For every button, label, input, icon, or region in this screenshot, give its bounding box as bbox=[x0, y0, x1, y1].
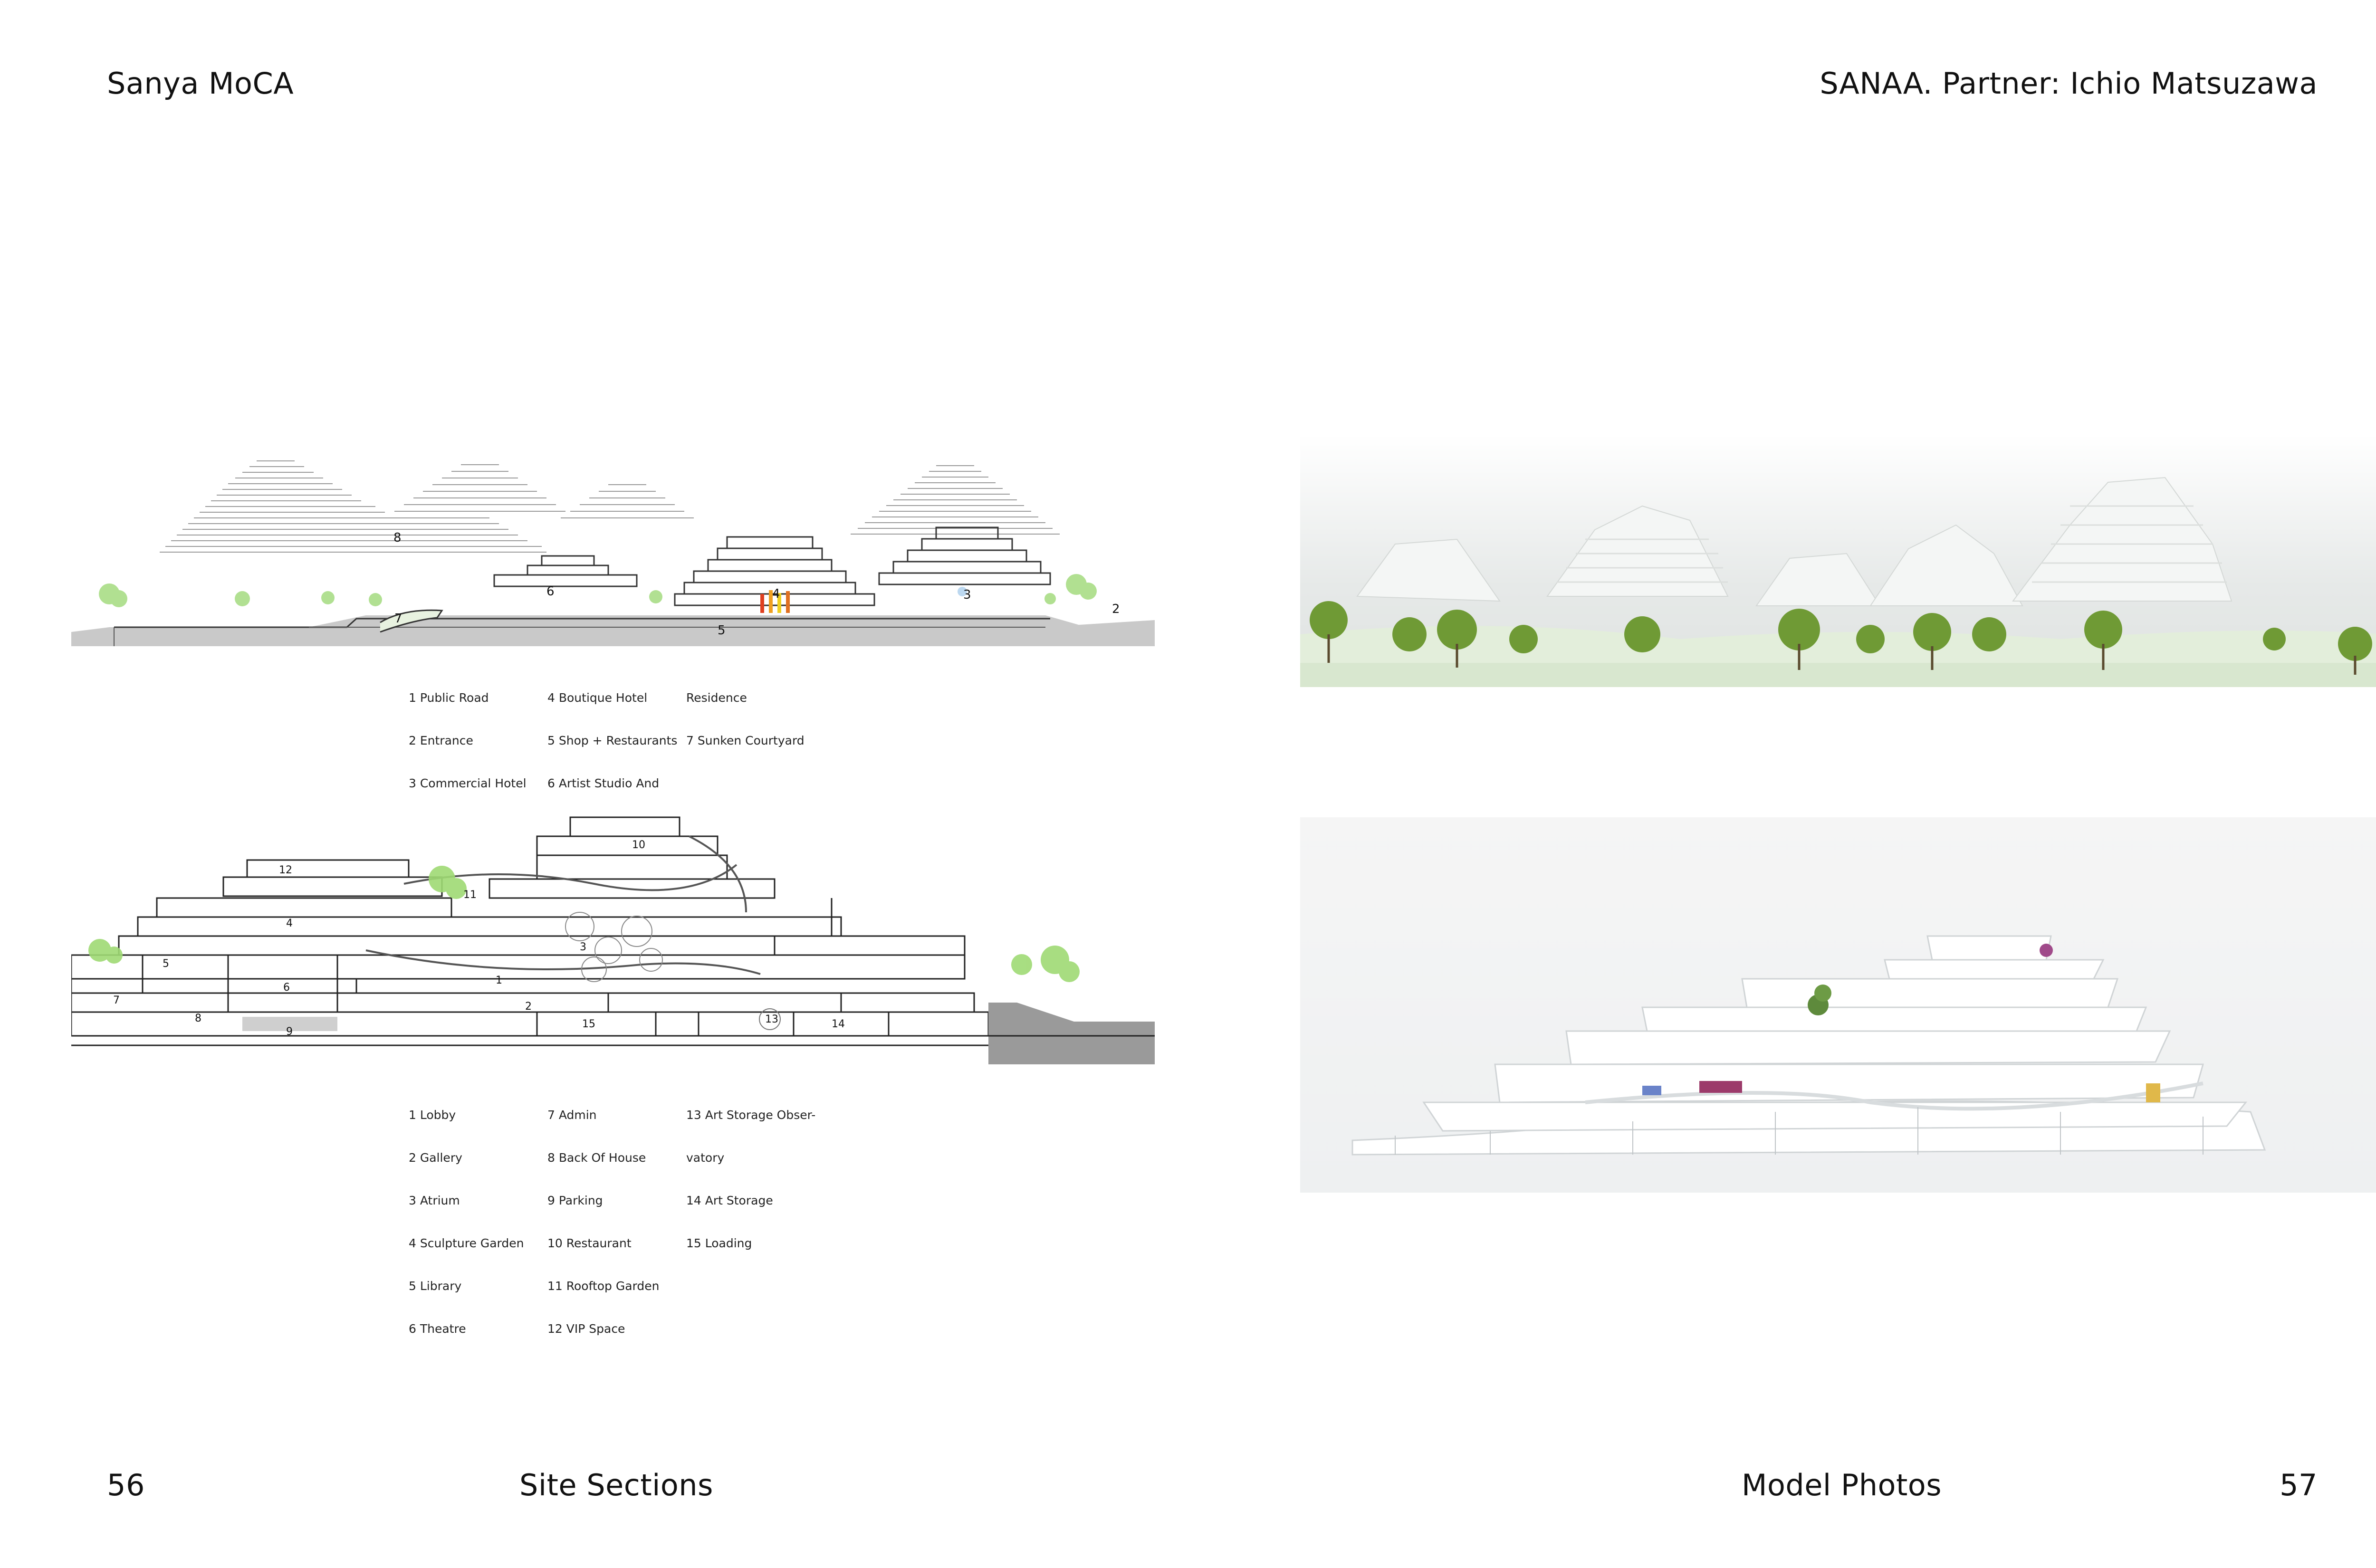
section-bottom-label-7: 7 bbox=[113, 994, 120, 1006]
legend-item: 4 Sculpture Garden bbox=[409, 1236, 524, 1250]
page-number-left: 56 bbox=[107, 1468, 145, 1502]
section-top-label-3: 3 bbox=[963, 588, 971, 602]
legend-item: 4 Boutique Hotel bbox=[547, 691, 648, 705]
section-bottom-label-6: 6 bbox=[283, 982, 290, 994]
legend-item: 3 Atrium bbox=[409, 1194, 460, 1207]
section-bottom-label-13: 13 bbox=[765, 1013, 778, 1025]
architect-credit: SANAA. Partner: Ichio Matsuzawa bbox=[1820, 66, 2318, 101]
section-bottom-label-15: 15 bbox=[582, 1018, 595, 1030]
section-bottom-label-9: 9 bbox=[286, 1026, 293, 1038]
section-top-label-6: 6 bbox=[546, 584, 555, 599]
page-number-right: 57 bbox=[2280, 1468, 2318, 1502]
legend-item: 6 Theatre bbox=[409, 1322, 466, 1336]
legend-item: 2 Gallery bbox=[409, 1151, 462, 1165]
legend-item: 11 Rooftop Garden bbox=[547, 1279, 660, 1293]
legend-item: 1 Lobby bbox=[409, 1108, 456, 1122]
section-bottom-label-4: 4 bbox=[286, 918, 293, 929]
section-top-label-4: 4 bbox=[772, 587, 780, 601]
section-caption-right: Model Photos bbox=[1742, 1468, 1942, 1502]
section-bottom-label-12: 12 bbox=[279, 864, 292, 876]
section-top-legend: 1 Public Road 2 Entrance 3 Commercial Ho… bbox=[409, 662, 836, 790]
legend-item: 5 Library bbox=[409, 1279, 462, 1293]
legend-item: 7 Sunken Courtyard bbox=[686, 734, 805, 747]
legend-item: 9 Parking bbox=[547, 1194, 603, 1207]
section-top-label-7: 7 bbox=[394, 612, 402, 626]
section-bottom-label-2: 2 bbox=[525, 1001, 532, 1013]
legend-item: 3 Commercial Hotel bbox=[409, 776, 527, 790]
legend-item: 10 Restaurant bbox=[547, 1236, 632, 1250]
site-section-drawing-bottom: 1 2 3 4 5 6 7 8 9 10 11 12 13 14 15 bbox=[71, 808, 1155, 1064]
section-bottom-label-14: 14 bbox=[832, 1018, 845, 1030]
legend-item: 5 Shop + Restaurants bbox=[547, 734, 678, 747]
section-bottom-label-10: 10 bbox=[632, 839, 645, 851]
section-bottom-label-1: 1 bbox=[496, 975, 502, 986]
project-title: Sanya MoCA bbox=[107, 66, 294, 101]
section-bottom-label-11: 11 bbox=[463, 889, 477, 901]
section-bottom-legend: 1 Lobby 2 Gallery 3 Atrium 4 Sculpture G… bbox=[409, 1080, 836, 1336]
legend-item: vatory bbox=[686, 1151, 725, 1165]
section-bottom-label-5: 5 bbox=[163, 958, 169, 970]
section-bottom-label-8: 8 bbox=[195, 1013, 201, 1024]
section-caption-left: Site Sections bbox=[519, 1468, 713, 1502]
legend-item: 8 Back Of House bbox=[547, 1151, 646, 1165]
section-top-label-8: 8 bbox=[393, 531, 402, 545]
section-bottom-label-3: 3 bbox=[580, 941, 586, 953]
model-photo-panorama bbox=[1300, 435, 2376, 687]
legend-item: 6 Artist Studio And bbox=[547, 776, 660, 790]
section-top-label-2: 2 bbox=[1112, 602, 1120, 616]
site-section-drawing-top: 7 2 3 4 5 6 8 bbox=[71, 456, 1155, 646]
legend-item: 12 VIP Space bbox=[547, 1322, 625, 1336]
legend-item: 13 Art Storage Obser- bbox=[686, 1108, 816, 1122]
legend-item: Residence bbox=[686, 691, 747, 705]
legend-item: 15 Loading bbox=[686, 1236, 752, 1250]
legend-item: 2 Entrance bbox=[409, 734, 473, 747]
model-photo-building bbox=[1300, 817, 2376, 1193]
legend-item: 1 Public Road bbox=[409, 691, 489, 705]
legend-item: 7 Admin bbox=[547, 1108, 597, 1122]
section-top-label-5: 5 bbox=[718, 623, 726, 638]
legend-item: 14 Art Storage bbox=[686, 1194, 773, 1207]
